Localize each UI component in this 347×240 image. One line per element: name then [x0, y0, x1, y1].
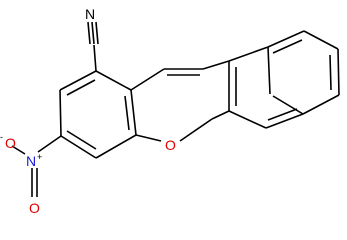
molecule-structure-drawing: N O N + O - O — [0, 6, 340, 216]
nitrile-group: N — [85, 6, 99, 72]
benzene-left-ring — [59, 70, 137, 159]
nitro-oxygen-top-label: O — [5, 135, 16, 151]
naphthalene-left-ring — [211, 46, 304, 129]
ring-oxygen: O — [165, 137, 176, 153]
nitro-nitrogen-charge: + — [37, 152, 42, 162]
ring-oxygen-label: O — [165, 137, 176, 153]
nitro-oxygen-bottom-label: O — [29, 200, 40, 216]
nitro-nitrogen-label: N — [26, 153, 36, 169]
nitro-oxygen-top-charge: - — [0, 132, 3, 142]
naphthalene-right-ring — [267, 30, 340, 115]
nitro-group: N + O - O — [0, 132, 62, 216]
nitrile-nitrogen-label: N — [85, 6, 95, 22]
oxepine-ring — [130, 60, 230, 142]
